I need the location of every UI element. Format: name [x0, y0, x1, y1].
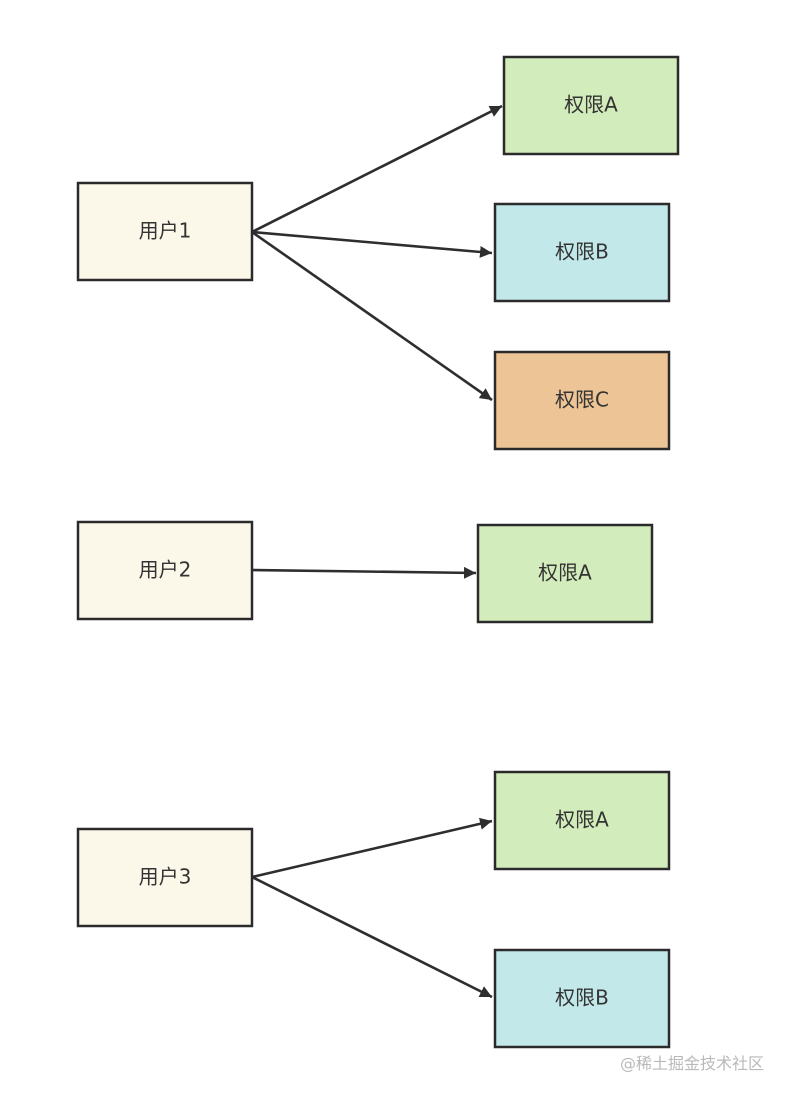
permission-node-3-a[interactable]: 权限A — [493, 770, 671, 871]
permission-node-label: 权限B — [555, 986, 609, 1010]
permission-node-1-b[interactable]: 权限B — [493, 202, 671, 303]
permission-node-3-b[interactable]: 权限B — [493, 948, 671, 1049]
user-node-label: 用户2 — [139, 558, 192, 582]
permission-node-label: 权限C — [555, 388, 609, 412]
permission-node-label: 权限A — [555, 808, 609, 832]
permission-node-1-c[interactable]: 权限C — [493, 350, 671, 451]
permission-node-label: 权限B — [555, 240, 609, 264]
edge-user3-perm-a — [251, 817, 493, 879]
edge-user1-perm-a — [251, 104, 503, 234]
permission-node-1-a[interactable]: 权限A — [502, 55, 680, 156]
permission-node-2-a[interactable]: 权限A — [476, 523, 654, 624]
permission-node-label: 权限A — [538, 561, 592, 585]
permission-node-label: 权限A — [564, 93, 618, 117]
edge-user1-perm-c — [251, 230, 493, 402]
user-node-3[interactable]: 用户3 — [76, 827, 254, 928]
user-node-2[interactable]: 用户2 — [76, 520, 254, 621]
edge-user3-perm-b — [251, 875, 493, 999]
user-node-label: 用户3 — [139, 865, 192, 889]
watermark: @稀土掘金技术社区 — [619, 1054, 764, 1073]
user-node-label: 用户1 — [139, 219, 192, 243]
edge-user2-perm-a — [251, 566, 477, 579]
edge-user1-perm-b — [251, 230, 493, 258]
user-node-1[interactable]: 用户1 — [76, 181, 254, 282]
